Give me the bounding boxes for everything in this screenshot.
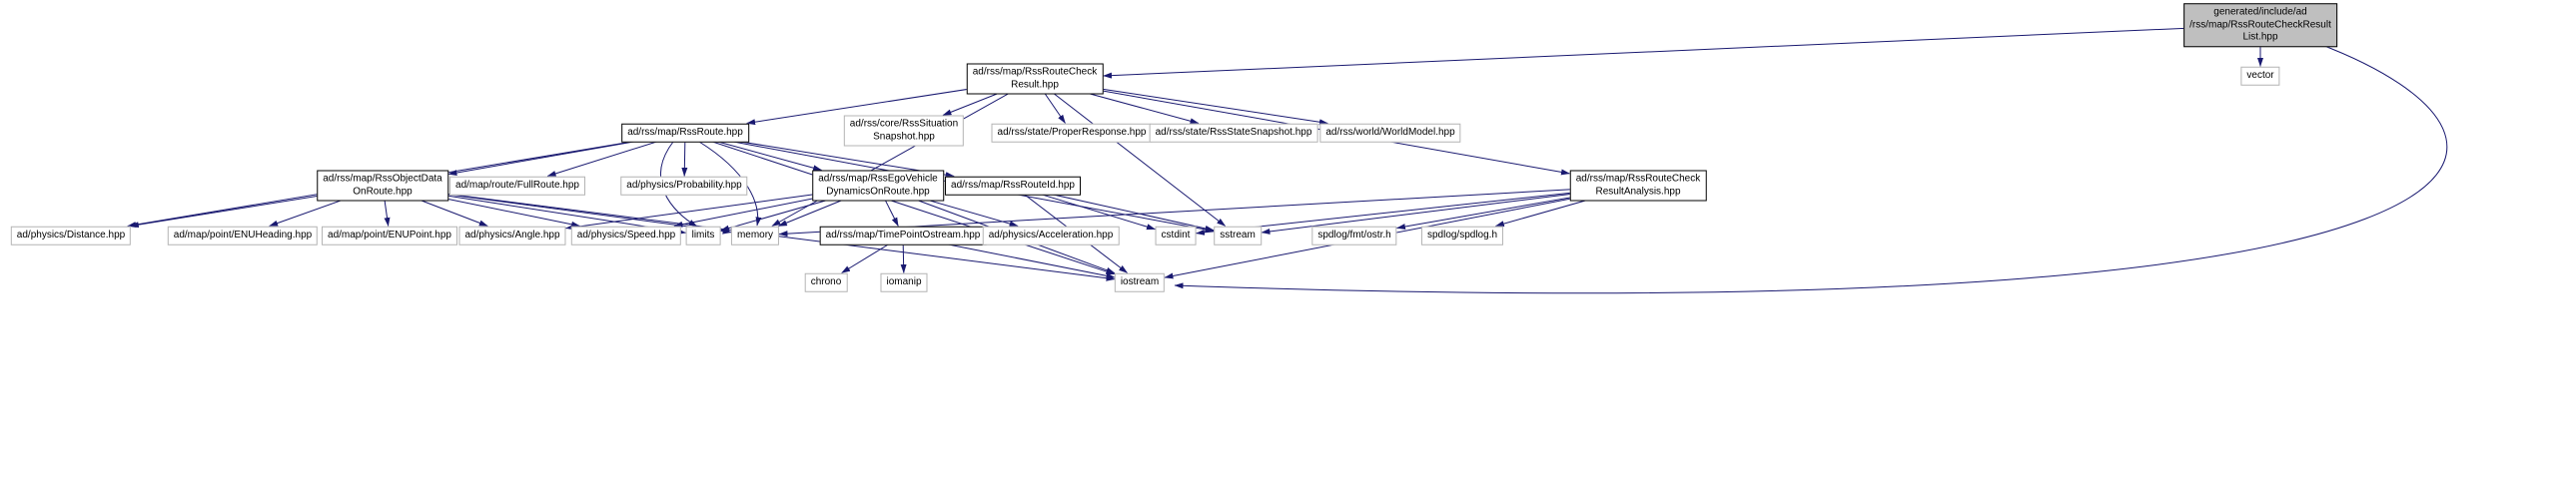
node-distance: ad/physics/Distance.hpp	[10, 226, 132, 245]
node-full_route: ad/map/route/FullRoute.hpp	[449, 176, 585, 196]
node-proper_response: ad/rss/state/ProperResponse.hpp	[991, 123, 1153, 143]
node-route_id[interactable]: ad/rss/map/RssRouteId.hpp	[945, 176, 1081, 196]
node-iomanip: iomanip	[880, 272, 928, 292]
edge-route-to-iostream	[684, 132, 1116, 275]
node-enu_heading: ad/map/point/ENUHeading.hpp	[167, 226, 319, 245]
node-memory: memory	[730, 226, 780, 245]
edge-main-to-iostream	[1174, 43, 2448, 294]
node-result[interactable]: ad/rss/map/RssRouteCheck Result.hpp	[966, 63, 1104, 95]
edge-analysis-to-cstdint	[1196, 185, 1639, 236]
node-ego_dynamics[interactable]: ad/rss/map/RssEgoVehicle DynamicsOnRoute…	[812, 170, 944, 202]
node-limits: limits	[685, 226, 721, 245]
node-chrono: chrono	[804, 272, 848, 292]
node-time_point[interactable]: ad/rss/map/TimePointOstream.hpp	[819, 226, 987, 245]
edge-main-to-result	[1103, 24, 2261, 79]
node-situation_snapshot: ad/rss/core/RssSituation Snapshot.hpp	[843, 115, 965, 147]
node-analysis[interactable]: ad/rss/map/RssRouteCheck ResultAnalysis.…	[1569, 170, 1707, 202]
node-object_data[interactable]: ad/rss/map/RssObjectData OnRoute.hpp	[317, 170, 448, 202]
edge-analysis-to-iostream	[1164, 185, 1639, 279]
node-angle: ad/physics/Angle.hpp	[458, 226, 566, 245]
node-acceleration: ad/physics/Acceleration.hpp	[982, 226, 1120, 245]
edge-result-to-memory	[771, 78, 1036, 227]
node-enu_point: ad/map/point/ENUPoint.hpp	[322, 226, 457, 245]
node-probability: ad/physics/Probability.hpp	[620, 176, 748, 196]
node-sstream: sstream	[1214, 226, 1262, 245]
node-cstdint: cstdint	[1155, 226, 1197, 245]
edge-result-to-sstream	[1034, 78, 1227, 227]
node-spdlog: spdlog/spdlog.h	[1420, 226, 1504, 245]
node-main: generated/include/ad /rss/map/RssRouteCh…	[2183, 3, 2337, 47]
node-iostream: iostream	[1114, 272, 1166, 292]
node-fmt_ostr: spdlog/fmt/ostr.h	[1311, 226, 1397, 245]
node-route[interactable]: ad/rss/map/RssRoute.hpp	[621, 123, 749, 143]
node-world_model: ad/rss/world/WorldModel.hpp	[1319, 123, 1461, 143]
edge-analysis-to-memory	[778, 185, 1639, 238]
node-speed: ad/physics/Speed.hpp	[570, 226, 682, 245]
node-state_snapshot: ad/rss/state/RssStateSnapshot.hpp	[1149, 123, 1318, 143]
node-vector: vector	[2240, 66, 2280, 86]
